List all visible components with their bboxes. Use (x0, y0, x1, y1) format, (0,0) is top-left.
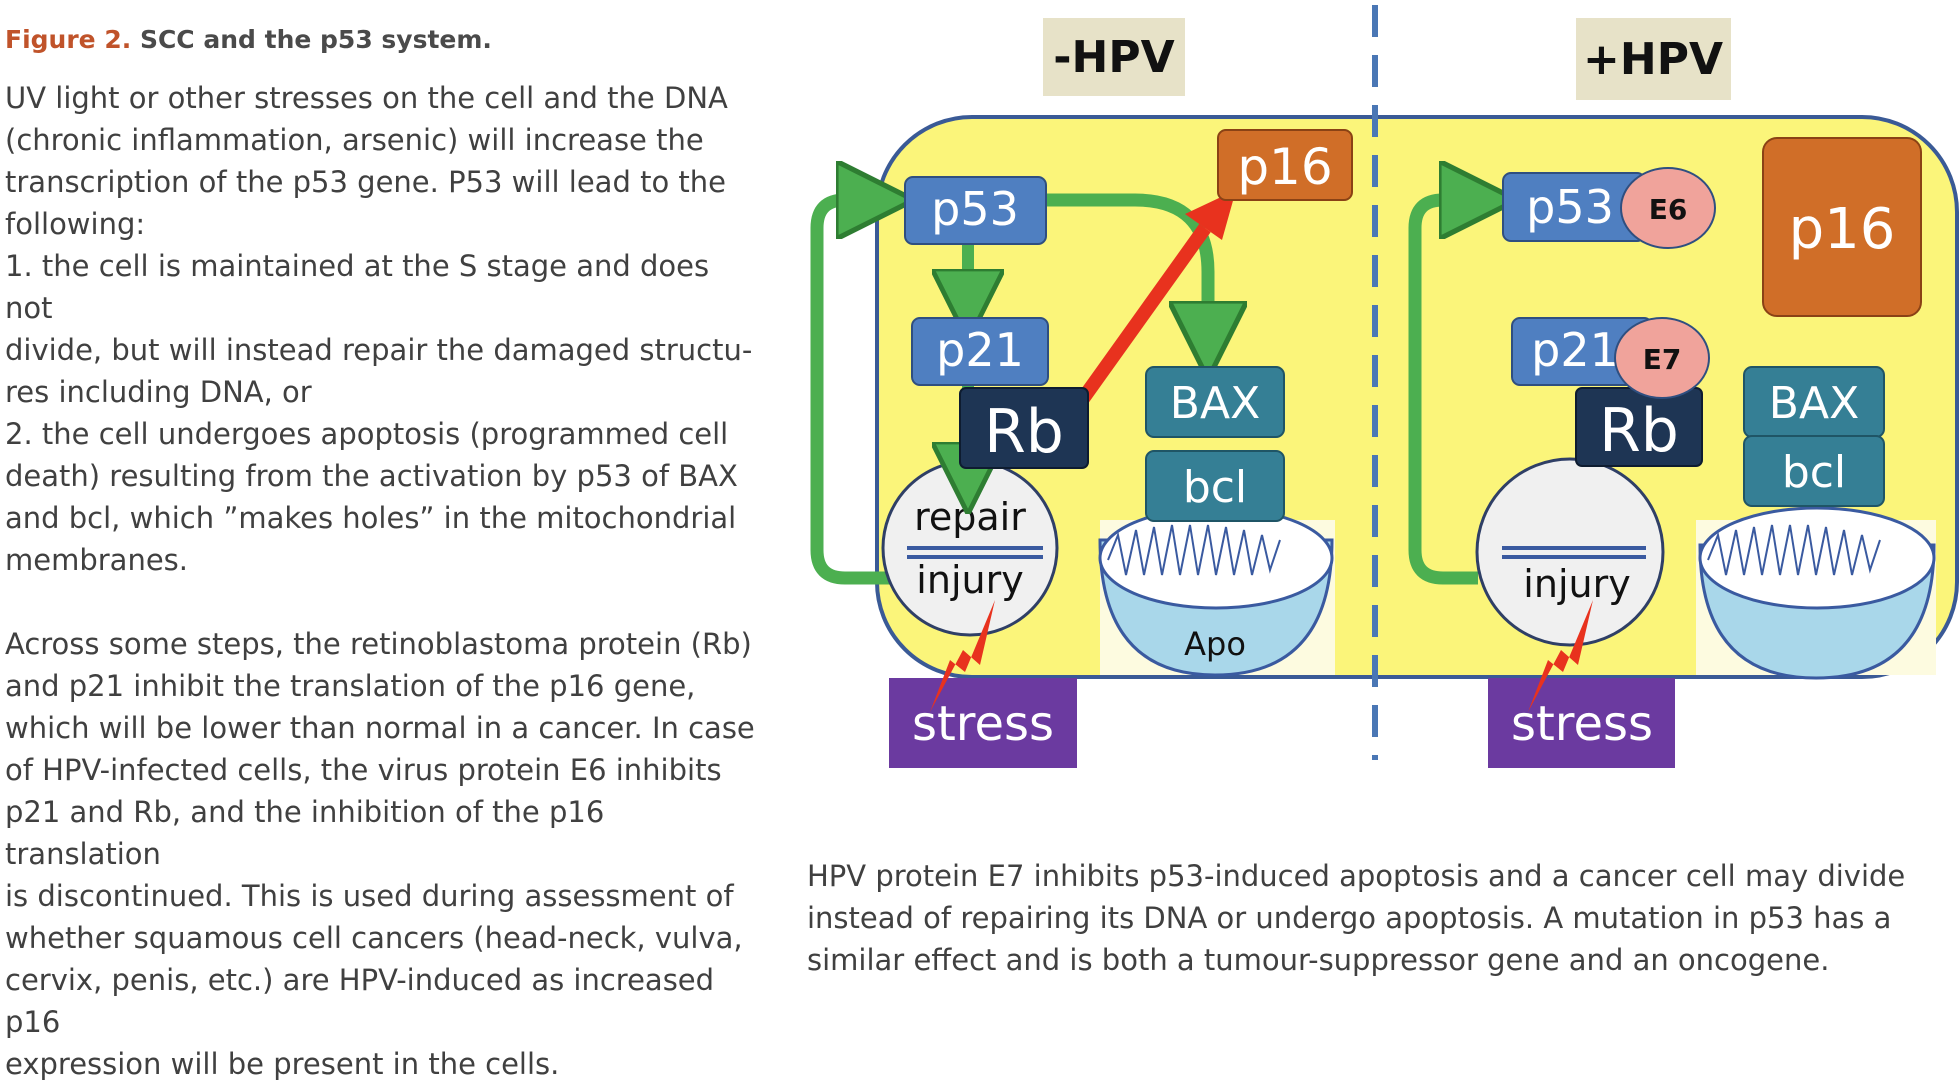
rb-box-right (1575, 387, 1703, 467)
repair-label: repair (914, 495, 1026, 539)
p16-label-left: p16 (1237, 138, 1332, 196)
mitochondrion-rim (1098, 506, 1334, 610)
text-line: expression will be present in the cells. (5, 1046, 560, 1081)
text-line: of HPV-infected cells, the virus protein… (5, 752, 722, 787)
bcl-label-left: bcl (1183, 462, 1247, 513)
rb-label-right: Rb (1599, 396, 1679, 466)
p53-label-right: p53 (1526, 180, 1614, 234)
caption-line: instead of repairing its DNA or undergo … (807, 901, 1892, 935)
text-line: transcription of the p53 gene. P53 will … (5, 164, 727, 199)
feedback-arrow-left (810, 200, 905, 585)
text-line: (chronic inflammation, arsenic) will inc… (5, 122, 704, 157)
text-line: 2. the cell undergoes apoptosis (program… (5, 416, 729, 451)
figure-label: Figure 2. (5, 25, 132, 54)
caption-line: HPV protein E7 inhibits p53-induced apop… (807, 859, 1906, 893)
mitochondrion-bg-right (1696, 520, 1936, 675)
p16-box-left (1217, 129, 1353, 201)
p53-box-left (904, 176, 1047, 245)
rb-box-left (959, 387, 1089, 469)
bcl-box-right (1743, 435, 1885, 507)
p21-label-right: p21 (1531, 323, 1619, 377)
p21-box-right (1511, 317, 1653, 386)
text-line: p21 and Rb, and the inhibition of the p1… (5, 794, 605, 871)
mitochondrion-rim-right (1698, 506, 1936, 610)
intro-paragraph: UV light or other stresses on the cell a… (5, 77, 765, 581)
text-line: whether squamous cell cancers (head-neck… (5, 920, 743, 955)
p21-label-left: p21 (936, 323, 1024, 377)
mitochondrion-bg (1100, 520, 1335, 675)
injury-label-right: injury (1523, 562, 1630, 606)
stress-label-right: stress (1511, 696, 1653, 752)
text-line: Across some steps, the retinoblastoma pr… (5, 626, 752, 661)
stress-lightning-right (1528, 600, 1593, 712)
dna-damage-circle-right (1475, 457, 1665, 647)
cell-body (875, 115, 1959, 679)
mitochondrion-bowl (1098, 538, 1334, 677)
p53-label-left: p53 (931, 182, 1019, 236)
rb-label-left: Rb (984, 397, 1064, 467)
text-line: UV light or other stresses on the cell a… (5, 80, 728, 115)
stress-box-right (1488, 678, 1675, 768)
figure-title: Figure 2. SCC and the p53 system. (5, 24, 765, 57)
bcl-label-right: bcl (1782, 447, 1846, 498)
text-line: and bcl, which ”makes holes” in the mito… (5, 500, 737, 535)
diagram-caption: HPV protein E7 inhibits p53-induced apop… (807, 855, 1937, 981)
text-line: which will be lower than normal in a can… (5, 710, 755, 745)
text-line: divide, but will instead repair the dama… (5, 332, 753, 367)
bax-label-left: BAX (1170, 378, 1260, 429)
mitochondrion-cristae-right (1707, 524, 1881, 576)
text-line: membranes. (5, 542, 188, 577)
stress-label-left: stress (912, 696, 1054, 752)
stress-lightning-left (930, 600, 995, 712)
minus-hpv-title: -HPV (1053, 32, 1174, 83)
text-line: res including DNA, or (5, 374, 312, 409)
p21-box-left (911, 317, 1049, 386)
injury-label: injury (916, 558, 1023, 602)
text-line: cervix, penis, etc.) are HPV-induced as … (5, 962, 715, 1039)
text-line: following: (5, 206, 146, 241)
mitochondrion-bowl-right (1698, 543, 1936, 680)
figure-name: SCC and the p53 system. (139, 25, 492, 54)
p53-box-right (1502, 172, 1646, 242)
e7-bubble (1614, 317, 1710, 399)
dna-damage-circle (881, 459, 1059, 637)
mitochondrion-cristae (1107, 524, 1281, 576)
feedback-arrow-right (1408, 200, 1478, 585)
text-line: death) resulting from the activation by … (5, 458, 738, 493)
text-line: is discontinued. This is used during ass… (5, 878, 734, 913)
minus-hpv-title-box (1043, 18, 1185, 96)
e7-label: E7 (1643, 343, 1682, 376)
p16-box-right (1762, 137, 1922, 317)
bax-box-left (1145, 366, 1285, 438)
rb-to-p16-arrow (1076, 223, 1211, 405)
plus-hpv-title: +HPV (1583, 34, 1723, 85)
text-line: and p21 inhibit the translation of the p… (5, 668, 696, 703)
e6-label: E6 (1649, 193, 1688, 226)
e6-bubble (1620, 167, 1716, 249)
text-line: 1. the cell is maintained at the S stage… (5, 248, 710, 325)
caption-line: similar effect and is both a tumour-supp… (807, 943, 1830, 977)
description-column: Figure 2. SCC and the p53 system. UV lig… (5, 24, 765, 1085)
rb-to-p16-arrowhead (1185, 190, 1236, 240)
bax-label-right: BAX (1769, 378, 1859, 429)
p16-label-right: p16 (1789, 197, 1896, 262)
apo-label: Apo (1184, 625, 1246, 663)
p53-to-bax-arrow (1046, 193, 1208, 340)
rb-paragraph: Across some steps, the retinoblastoma pr… (5, 623, 765, 1085)
plus-hpv-title-box (1576, 18, 1731, 100)
bcl-box-left (1145, 450, 1285, 522)
bax-box-right (1743, 366, 1885, 438)
stress-box-left (889, 678, 1077, 768)
